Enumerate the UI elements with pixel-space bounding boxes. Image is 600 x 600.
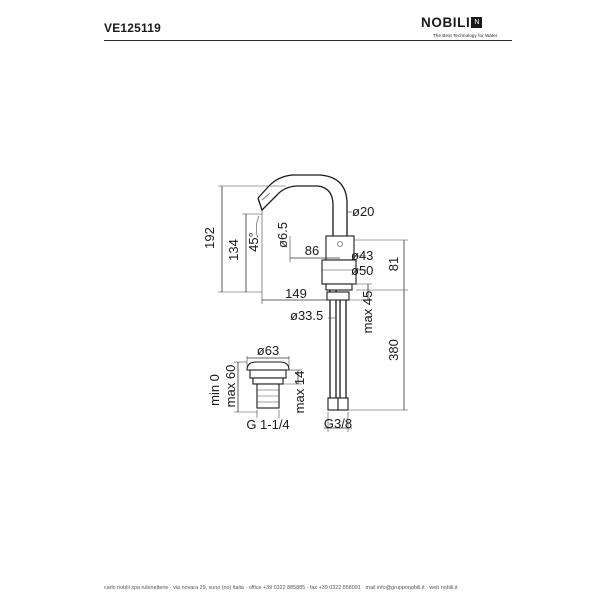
dim-base-height: 81 bbox=[386, 257, 401, 271]
dim-height-total: 192 bbox=[202, 227, 217, 249]
dim-waste-max14: max 14 bbox=[292, 371, 307, 414]
dim-reach: 149 bbox=[285, 286, 307, 301]
dim-waste-min: min 0 bbox=[207, 374, 222, 406]
dim-spout-depth: 86 bbox=[305, 243, 319, 258]
dim-hole-dia: ø33.5 bbox=[290, 308, 323, 323]
dim-angle: 45° bbox=[246, 232, 261, 252]
brand-tagline: The Best Technology for Water bbox=[433, 33, 498, 38]
dim-hose-thread: G3/8 bbox=[324, 416, 352, 431]
header-rule bbox=[104, 40, 512, 41]
product-code: VE125119 bbox=[104, 21, 161, 35]
dim-nozzle-dia: ø6.5 bbox=[275, 222, 290, 248]
dim-height-body: 134 bbox=[226, 239, 241, 261]
dim-hose-length: 380 bbox=[386, 339, 401, 361]
dim-base-dia: ø50 bbox=[351, 263, 373, 278]
brand-mark-icon: N bbox=[471, 17, 483, 29]
brand-name: NOBILI bbox=[421, 15, 471, 31]
footer-contact: carlo nobili spa rubinetterie · via nova… bbox=[104, 585, 458, 591]
dim-waste-thread: G 1-1/4 bbox=[246, 417, 289, 432]
dim-body-dia: ø43 bbox=[351, 248, 373, 263]
dim-waste-dia: ø63 bbox=[257, 343, 279, 358]
dim-waste-max: max 60 bbox=[223, 365, 238, 408]
dim-spout-dia: ø20 bbox=[352, 204, 374, 219]
faucet-outline bbox=[257, 174, 357, 411]
waste-drawing bbox=[234, 356, 302, 418]
dim-deck-max: max 45 bbox=[360, 291, 375, 334]
dimension-lines bbox=[218, 185, 408, 432]
